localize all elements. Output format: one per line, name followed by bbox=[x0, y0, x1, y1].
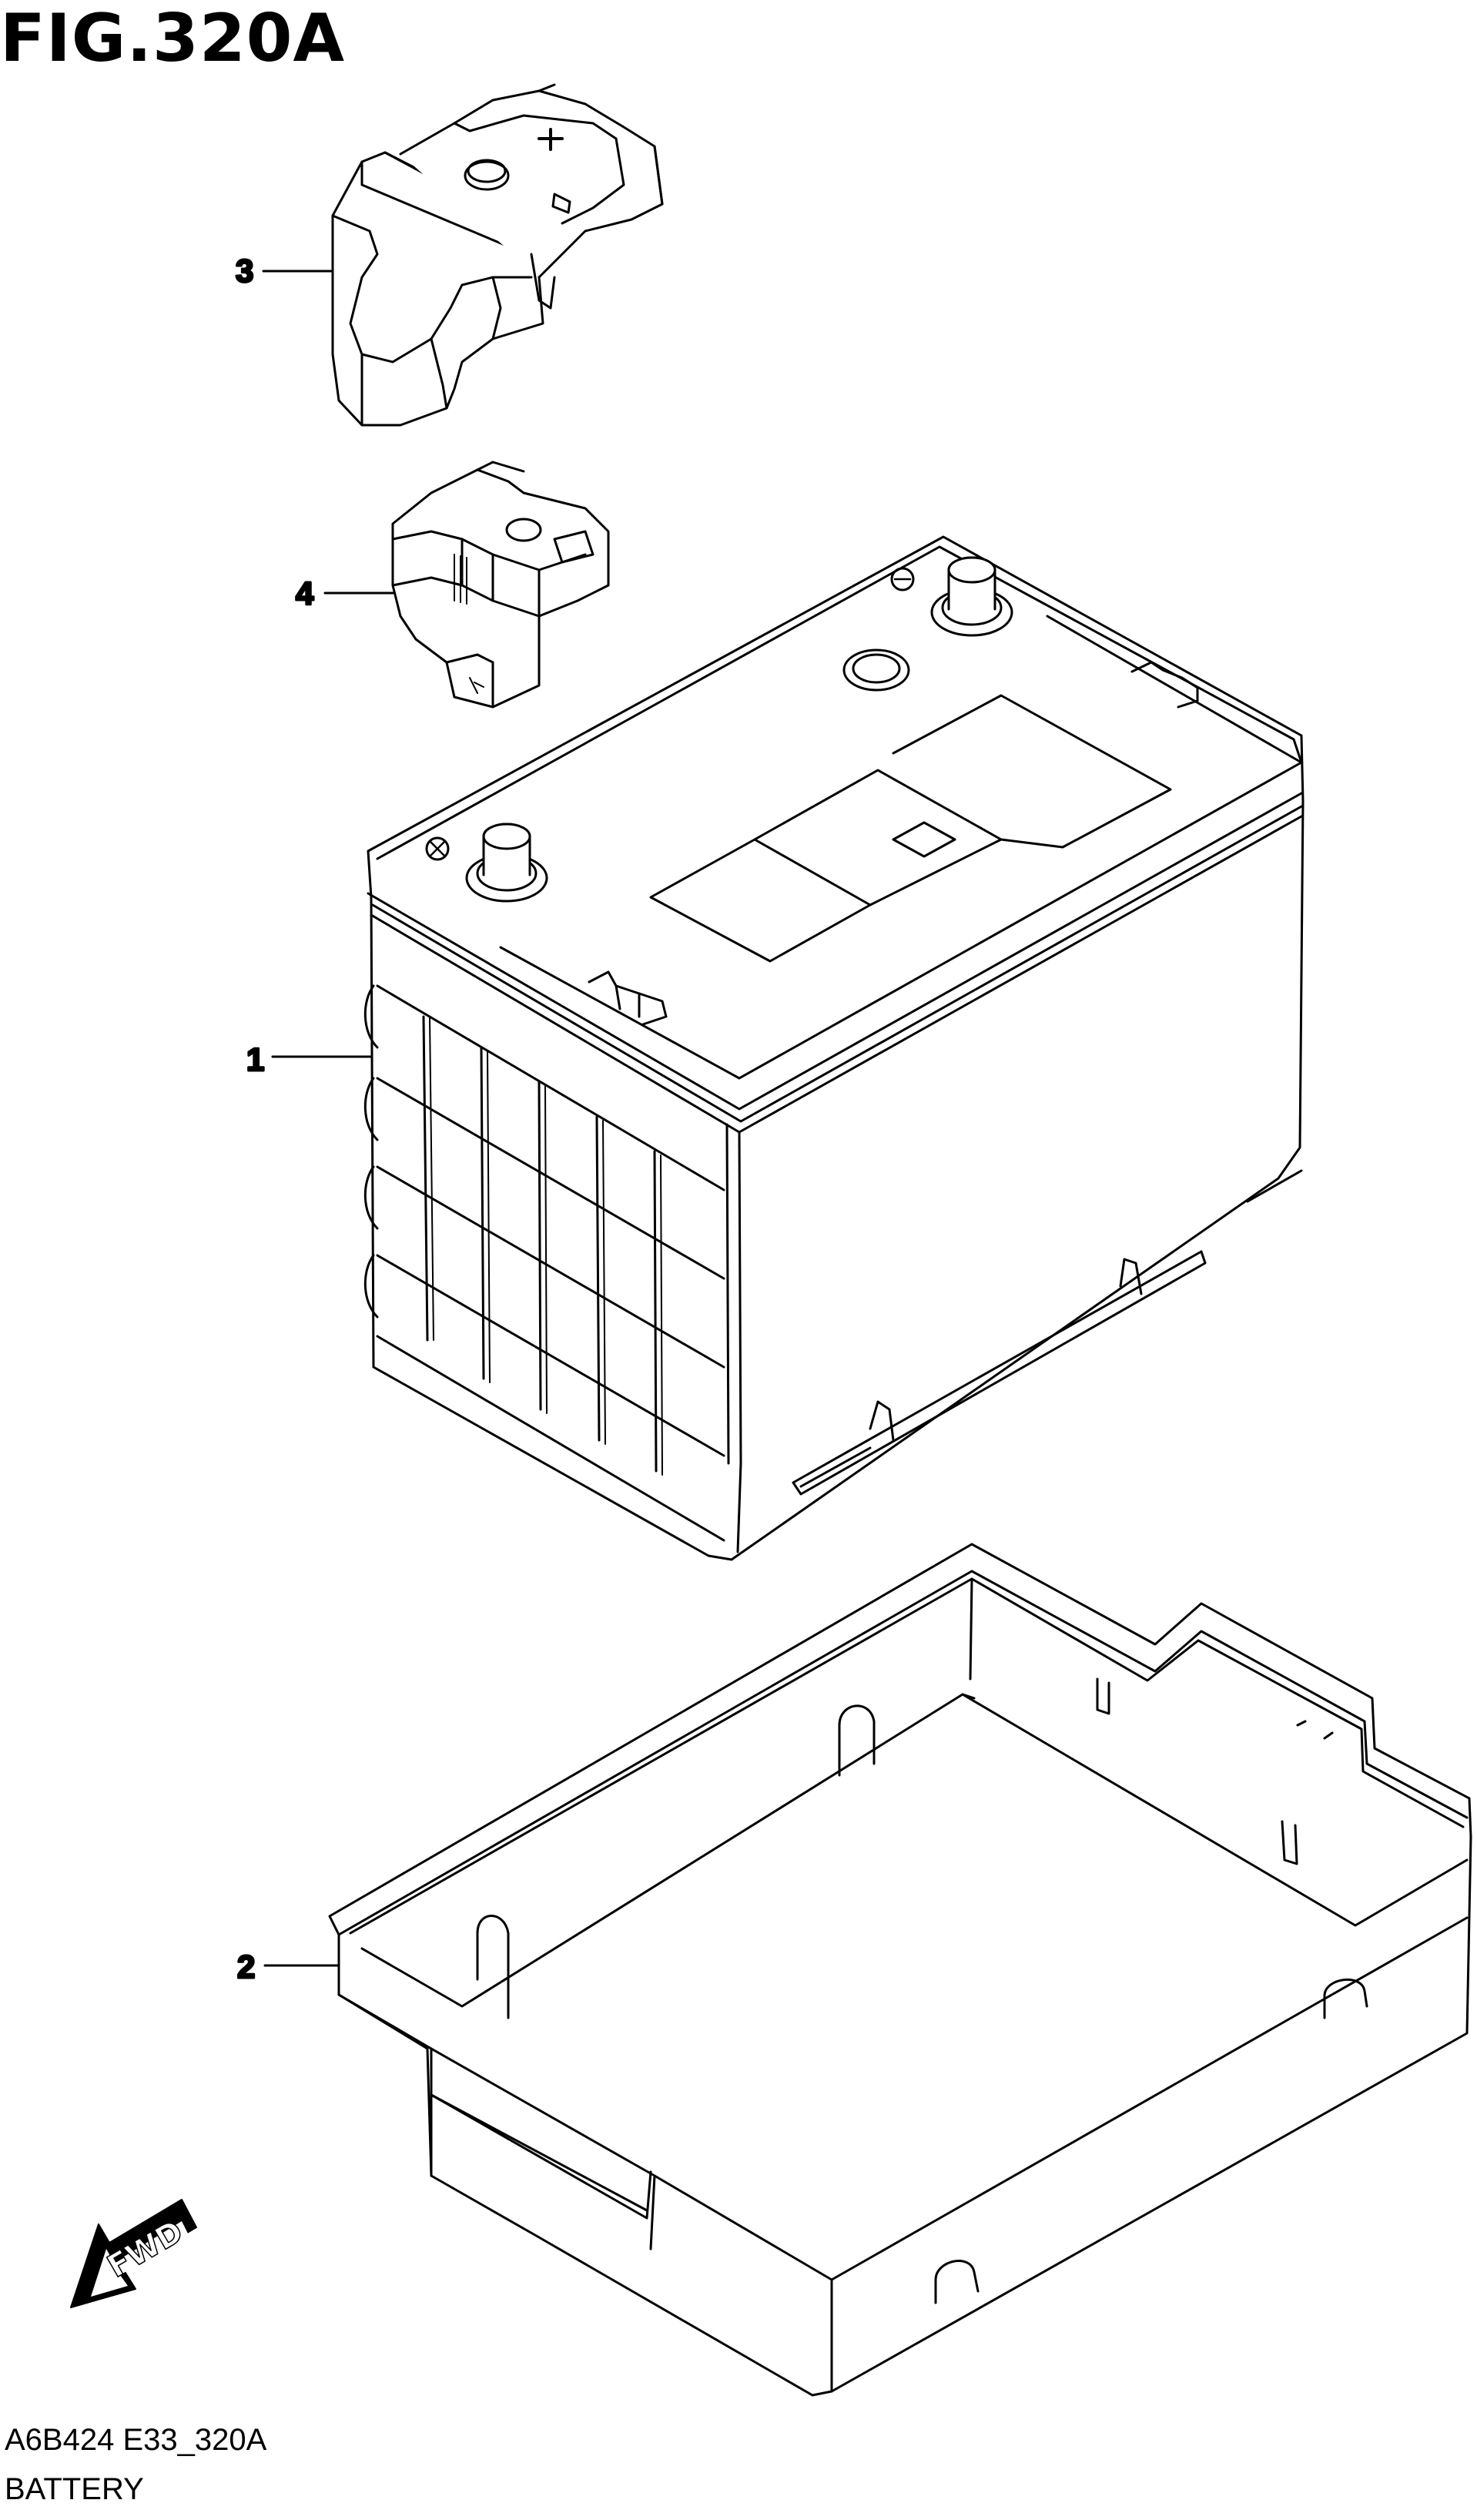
callout-3-number: 3 bbox=[236, 253, 253, 289]
callout-4-number: 4 bbox=[296, 575, 314, 612]
callout-2-number: 2 bbox=[237, 1949, 255, 1985]
footer-name: BATTERY bbox=[5, 2472, 144, 2506]
footer-code: A6B424 E33_320A bbox=[5, 2423, 267, 2457]
fwd-direction-arrow: FWD bbox=[70, 2199, 197, 2308]
terminal-clamp[interactable] bbox=[391, 461, 610, 709]
figure-title: FIG.320A bbox=[0, 0, 346, 77]
callout-1-number: 1 bbox=[246, 1041, 264, 1077]
battery-tray[interactable] bbox=[328, 1543, 1472, 2397]
terminal-cover[interactable] bbox=[331, 83, 664, 427]
battery[interactable] bbox=[363, 535, 1305, 1561]
